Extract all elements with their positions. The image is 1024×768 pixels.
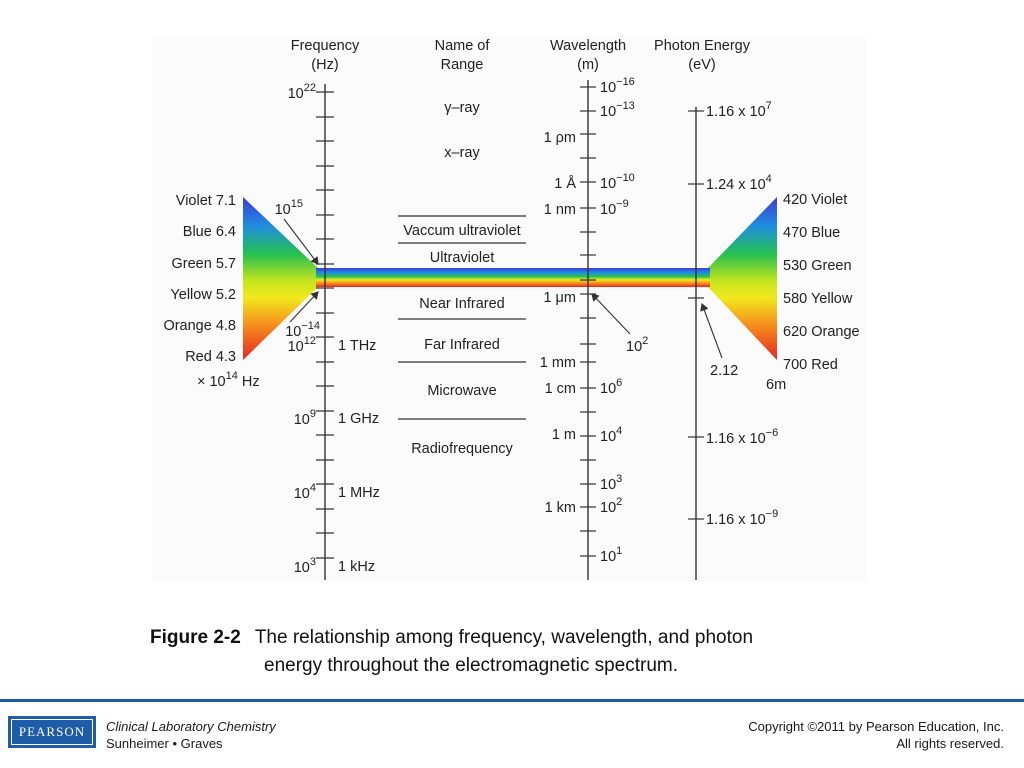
wave-pow-m13: 10−13 xyxy=(600,100,635,120)
freq-label-1e4: 104 xyxy=(294,482,316,502)
figure-caption: Figure 2-2 The relationship among frequen… xyxy=(150,624,890,680)
wave-label-1pm: 1 ρm xyxy=(544,130,576,146)
wavelength-header: Wavelength (m) xyxy=(550,38,626,73)
wave-pow-m9: 10−9 xyxy=(600,198,629,218)
energy-label-1: 1.16 x 107 xyxy=(706,100,772,120)
svg-text:Range: Range xyxy=(441,57,484,73)
visible-wave-yellow: 580 Yellow xyxy=(783,291,853,307)
visible-freq-green: Green 5.7 xyxy=(172,256,237,272)
freq-label-1e9: 109 xyxy=(294,408,316,428)
freq-label-1e3: 103 xyxy=(294,556,316,576)
svg-text:Wavelength: Wavelength xyxy=(550,38,626,54)
energy-label-4: 1.16 x 10−9 xyxy=(706,508,778,528)
visible-freq-orange: Orange 4.8 xyxy=(163,318,236,334)
frequency-header: Frequency (Hz) xyxy=(291,38,360,73)
wave-label-1mm: 1 mm xyxy=(540,355,576,371)
caption-line-2: energy throughout the electromagnetic sp… xyxy=(264,655,679,676)
range-x-ray: x–ray xyxy=(444,145,480,161)
wave-callout-label: 102 xyxy=(626,335,648,355)
visible-wave-green: 530 Green xyxy=(783,258,852,274)
range-gamma-ray: γ–ray xyxy=(444,100,480,116)
visible-wave-orange: 620 Orange xyxy=(783,324,860,340)
wave-label-1cm: 1 cm xyxy=(545,381,576,397)
range-near-infrared: Near Infrared xyxy=(419,296,504,312)
wave-pow-2: 102 xyxy=(600,496,622,516)
visible-band xyxy=(316,268,710,287)
visible-fan-right xyxy=(708,197,777,360)
wave-label-1nm: 1 nm xyxy=(544,202,576,218)
wave-label-1m: 1 m xyxy=(552,427,576,443)
wave-label-1um: 1 μm xyxy=(543,290,576,306)
range-microwave: Microwave xyxy=(427,383,496,399)
wave-pow-1: 101 xyxy=(600,545,622,565)
range-vacuum-uv: Vaccum ultraviolet xyxy=(403,223,520,239)
range-radiofrequency: Radiofrequency xyxy=(411,441,513,457)
svg-text:Photon Energy: Photon Energy xyxy=(654,38,751,54)
book-authors: Sunheimer • Graves xyxy=(106,736,223,751)
visible-freq-blue: Blue 6.4 xyxy=(183,224,236,240)
wave-pow-4: 104 xyxy=(600,425,622,445)
copyright-line: Copyright ©2011 by Pearson Education, In… xyxy=(748,719,1004,734)
svg-text:(eV): (eV) xyxy=(688,57,715,73)
freq-label-1e12: 1012 xyxy=(288,335,316,355)
book-title: Clinical Laboratory Chemistry xyxy=(106,719,276,734)
freq-1e-14-arrow xyxy=(289,291,319,323)
frequency-ticks xyxy=(316,91,334,559)
wave-label-1km: 1 km xyxy=(545,500,576,516)
freq-1e15-arrow xyxy=(283,218,319,265)
footer-rule xyxy=(0,699,1024,702)
book-info: Clinical Laboratory Chemistry Sunheimer … xyxy=(106,718,276,752)
copyright: Copyright ©2011 by Pearson Education, In… xyxy=(748,718,1004,752)
freq-unit-mhz: 1 MHz xyxy=(338,485,380,501)
freq-label-1e22: 1022 xyxy=(288,82,316,102)
energy-ticks xyxy=(688,110,704,520)
visible-wave-red: 700 Red xyxy=(783,357,838,373)
wave-pow-3: 103 xyxy=(600,473,622,493)
svg-text:Frequency: Frequency xyxy=(291,38,360,54)
em-spectrum-diagram: Frequency (Hz) Name of Range Wavelength … xyxy=(163,38,860,580)
visible-wave-unit: 6m xyxy=(766,377,786,393)
svg-text:(Hz): (Hz) xyxy=(311,57,338,73)
pearson-logo: PEARSON xyxy=(8,716,96,748)
range-ultraviolet: Ultraviolet xyxy=(430,250,494,266)
freq-label-1e-14: 10−14 xyxy=(285,320,320,340)
energy-label-3: 1.16 x 10−6 xyxy=(706,427,778,447)
freq-label-1e15: 1015 xyxy=(275,198,303,218)
wave-pow-6: 106 xyxy=(600,377,622,397)
wave-callout-arrow xyxy=(591,293,631,335)
freq-unit-thz: 1 THz xyxy=(338,338,376,354)
rights-line: All rights reserved. xyxy=(896,736,1004,751)
svg-text:Name of: Name of xyxy=(435,38,491,54)
energy-callout-label: 2.12 xyxy=(710,363,738,379)
visible-freq-red: Red 4.3 xyxy=(185,349,236,365)
wave-pow-m10: 10−10 xyxy=(600,172,635,192)
visible-wave-blue: 470 Blue xyxy=(783,225,840,241)
freq-unit-khz: 1 kHz xyxy=(338,559,375,575)
visible-freq-unit: × 1014 Hz xyxy=(197,370,260,390)
range-header: Name of Range xyxy=(435,38,491,73)
energy-label-2: 1.24 x 104 xyxy=(706,173,772,193)
wavelength-ticks xyxy=(580,86,596,557)
range-far-infrared: Far Infrared xyxy=(424,337,500,353)
svg-text:(m): (m) xyxy=(577,57,599,73)
energy-header: Photon Energy (eV) xyxy=(654,38,751,73)
visible-wave-violet: 420 Violet xyxy=(783,192,847,208)
visible-freq-violet: Violet 7.1 xyxy=(176,193,236,209)
caption-label: Figure 2-2 xyxy=(150,627,241,648)
freq-unit-ghz: 1 GHz xyxy=(338,411,379,427)
caption-line-1: The relationship among frequency, wavele… xyxy=(254,627,754,648)
wave-label-1a: 1 Å xyxy=(554,175,576,192)
energy-callout-arrow xyxy=(700,302,723,359)
visible-fan-left xyxy=(243,197,318,360)
visible-freq-yellow: Yellow 5.2 xyxy=(170,287,236,303)
wave-pow-m16: 10−16 xyxy=(600,76,635,96)
